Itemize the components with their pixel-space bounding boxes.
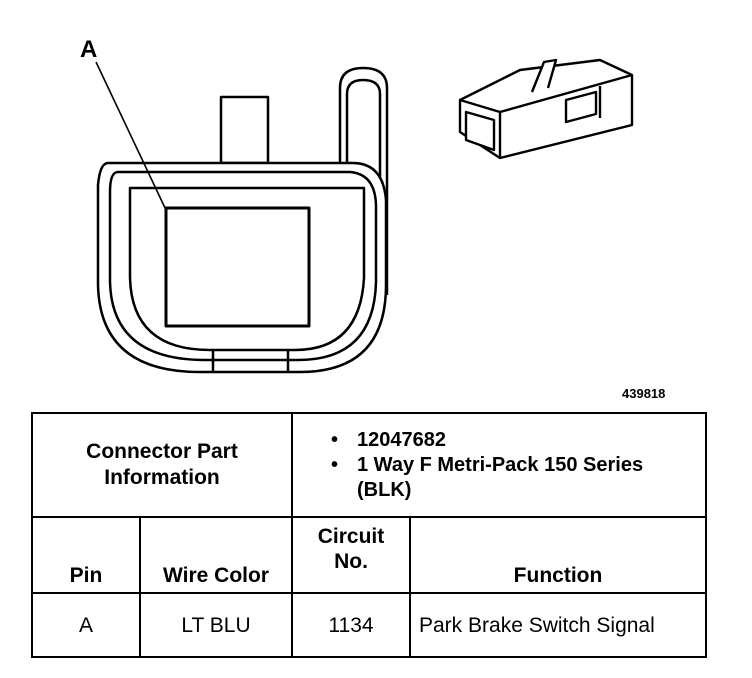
part-info-list: 12047682 1 Way F Metri-Pack 150 Series (… <box>291 412 707 518</box>
figure-id: 439818 <box>622 386 666 401</box>
header-circuit: Circuit No. <box>291 516 411 594</box>
connector-body <box>96 161 388 374</box>
part-info-row: Connector Part Information 12047682 1 Wa… <box>31 412 707 518</box>
cell-function: Park Brake Switch Signal <box>409 592 707 658</box>
pin-a-label: A <box>80 36 98 63</box>
connector-tab <box>219 95 270 165</box>
pin-cavity-a <box>164 206 311 328</box>
table-header-row: Pin Wire Color Circuit No. Function <box>31 516 707 594</box>
cell-pin: A <box>31 592 141 658</box>
cell-circuit: 1134 <box>291 592 411 658</box>
part-info-item: 1 Way F Metri-Pack 150 Series (BLK) <box>331 453 699 503</box>
header-wire-color: Wire Color <box>139 516 293 594</box>
cell-wire-color: LT BLU <box>139 592 293 658</box>
connector-iso-view <box>458 58 634 160</box>
part-info-item: 12047682 <box>331 428 699 453</box>
header-pin: Pin <box>31 516 141 594</box>
pin-a-leader <box>95 61 167 211</box>
part-info-label: Connector Part Information <box>31 412 293 518</box>
table-row: A LT BLU 1134 Park Brake Switch Signal <box>31 592 707 658</box>
connector-diagram <box>95 58 634 374</box>
connector-table: Connector Part Information 12047682 1 Wa… <box>31 412 707 658</box>
header-function: Function <box>409 516 707 594</box>
